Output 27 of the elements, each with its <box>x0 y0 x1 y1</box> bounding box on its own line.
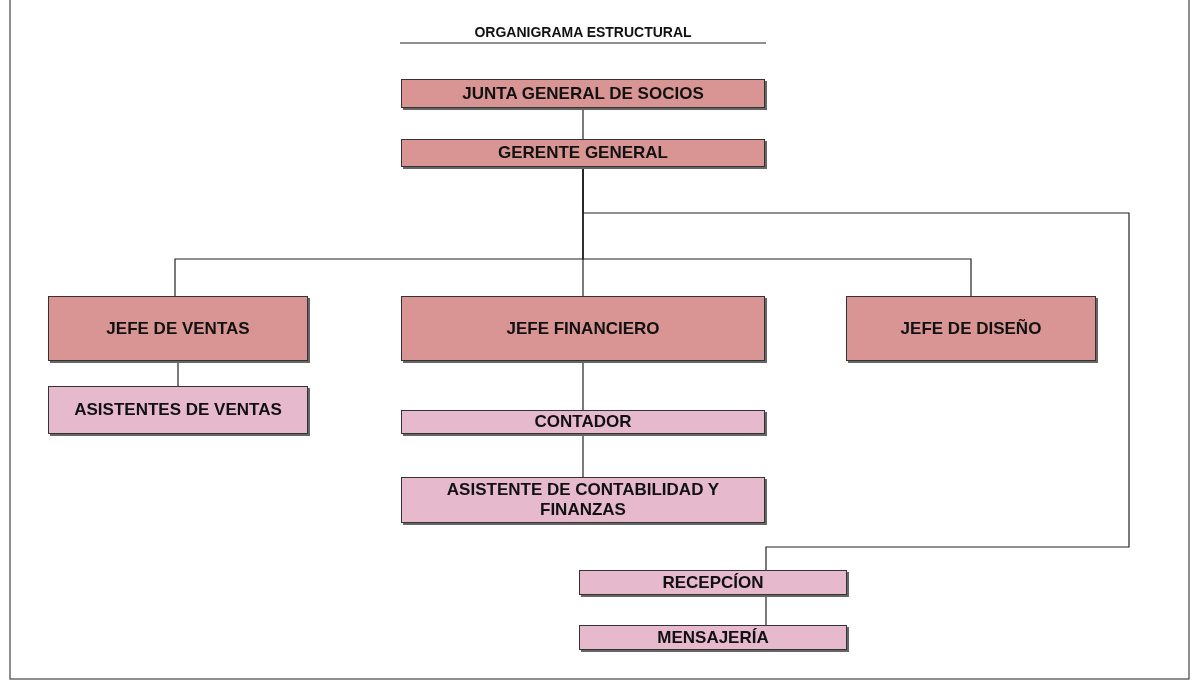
org-box <box>401 410 765 434</box>
org-box <box>579 570 847 595</box>
connector-line <box>177 360 179 387</box>
box-label: ASISTENTE DE CONTABILIDAD Y FINANZAS <box>445 480 721 520</box>
connector-line <box>582 433 584 478</box>
org-box <box>401 139 765 167</box>
org-box <box>579 625 847 650</box>
org-box <box>401 296 765 361</box>
box-label: CONTADOR <box>534 412 632 432</box>
box-label: MENSAJERÍA <box>657 627 769 648</box>
box-label: JEFE DE VENTAS <box>106 318 250 339</box>
box-label: ASISTENTES DE VENTAS <box>74 400 282 420</box>
org-box <box>846 296 1096 361</box>
org-box <box>48 296 308 361</box>
org-box <box>401 79 765 108</box>
connector-line <box>582 107 584 140</box>
box-label: GERENTE GENERAL <box>498 143 668 163</box>
box-label: JUNTA GENERAL DE SOCIOS <box>462 83 704 104</box>
connector-line <box>582 166 1130 571</box>
connector-line <box>765 594 767 626</box>
org-box <box>401 477 765 523</box>
chart-title: ORGANIGRAMA ESTRUCTURAL <box>473 24 693 40</box>
box-label: RECEPCÍON <box>662 572 764 593</box>
box-label: JEFE DE DISEÑO <box>900 318 1042 339</box>
connector-line <box>582 360 584 411</box>
box-label: JEFE FINANCIERO <box>506 318 660 339</box>
org-box <box>48 386 308 434</box>
